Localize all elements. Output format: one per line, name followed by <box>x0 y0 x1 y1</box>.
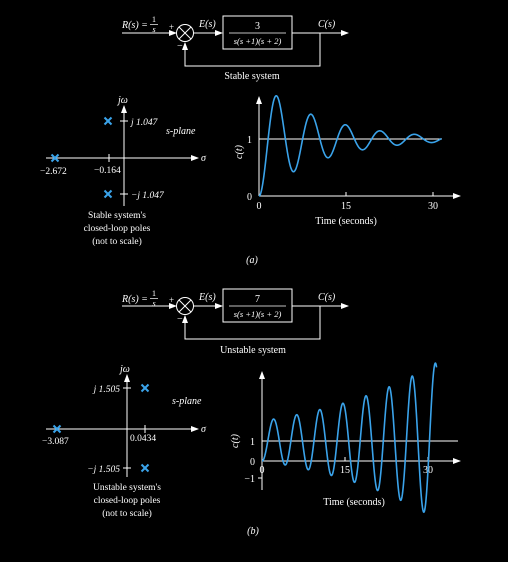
x-tick-b-0: 0 <box>260 465 265 476</box>
sigma-label-b: σ <box>201 424 207 435</box>
s-plane-b: jω σ s-plane j 1.505 −j 1.505 −3.087 0.0… <box>42 364 207 519</box>
input-frac-den-a: s <box>152 25 155 34</box>
splane-caption-a-3: (not to scale) <box>92 236 142 247</box>
response-chart-b: 0 15 30 1 0 −1 Time (seconds) c(t) <box>230 362 461 514</box>
panel-label-b: (b) <box>247 526 259 537</box>
input-frac-den-b: s <box>152 299 155 308</box>
input-label-a: R(s) = <box>121 20 148 31</box>
step-response-curve-b <box>261 362 438 514</box>
x-label-b: Time (seconds) <box>323 497 385 508</box>
feedback-path-b <box>182 306 321 340</box>
splane-caption-b-3: (not to scale) <box>102 508 152 519</box>
pole-b-3 <box>52 424 62 434</box>
pole-label-a-4: −0.164 <box>94 166 121 176</box>
y-tick-a-0: 0 <box>247 192 252 203</box>
pole-label-a-2: −j 1.047 <box>131 191 165 201</box>
response-chart-a: 0 15 30 0 1 Time (seconds) c(t) <box>234 95 461 227</box>
y-tick-b-neg1: −1 <box>244 474 255 485</box>
pole-label-b-3: −3.087 <box>42 437 69 447</box>
caption-a: Stable system <box>224 71 279 82</box>
x-tick-b-15: 15 <box>340 465 350 476</box>
panel-label-a: (a) <box>246 255 258 266</box>
tf-numerator-a: 3 <box>255 21 260 32</box>
block-diagram-a: R(s) = 1 s + − E(s) 3 s(s +1)(s + 2) C(s… <box>121 15 349 82</box>
input-frac-num-b: 1 <box>152 289 156 298</box>
tf-numerator-b: 7 <box>255 294 260 305</box>
jw-label-a: jω <box>116 95 128 106</box>
input-label-b: R(s) = <box>121 294 148 305</box>
input-frac-num-a: 1 <box>152 15 156 24</box>
sum-minus-a: − <box>177 41 183 52</box>
y-tick-b-0: 0 <box>250 457 255 468</box>
jw-label-b: jω <box>118 364 130 375</box>
pole-label-b-1: j 1.505 <box>92 385 121 395</box>
splane-caption-a-2: closed-loop poles <box>84 224 151 234</box>
x-label-a: Time (seconds) <box>315 216 377 227</box>
sigma-label-a: σ <box>201 153 207 164</box>
x-tick-a-0: 0 <box>257 201 262 212</box>
x-tick-a-30: 30 <box>428 201 438 212</box>
tf-denominator-b: s(s +1)(s + 2) <box>234 309 282 319</box>
error-label-a: E(s) <box>198 19 216 30</box>
s-plane-label-a: s-plane <box>166 126 196 137</box>
s-plane-a: jω σ s-plane j 1.047 −j 1.047 −2.672 −0.… <box>40 95 207 247</box>
pole-a-3 <box>50 153 60 163</box>
y-label-a: c(t) <box>234 144 245 159</box>
sum-minus-b: − <box>177 314 183 325</box>
output-label-a: C(s) <box>318 19 336 30</box>
error-label-b: E(s) <box>198 292 216 303</box>
splane-caption-b-1: Unstable system's <box>93 483 161 493</box>
pole-b-2 <box>140 463 150 473</box>
sum-plus-b: + <box>169 295 174 305</box>
pole-label-a-3: −2.672 <box>40 167 67 177</box>
feedback-path-a <box>182 33 321 67</box>
splane-caption-a-1: Stable system's <box>88 211 146 221</box>
y-label-b: c(t) <box>230 433 241 448</box>
sum-plus-a: + <box>169 22 174 32</box>
caption-b: Unstable system <box>220 345 286 356</box>
y-tick-a-1: 1 <box>247 135 252 146</box>
pole-b-1 <box>140 383 150 393</box>
pole-label-b-4: 0.0434 <box>130 434 156 444</box>
pole-label-b-2: −j 1.505 <box>87 465 120 475</box>
block-diagram-b: R(s) = 1 s + − E(s) 7 s(s +1)(s + 2) C(s… <box>121 288 349 356</box>
tf-denominator-a: s(s +1)(s + 2) <box>234 36 282 46</box>
pole-a-1 <box>103 116 113 126</box>
pole-a-2 <box>103 189 113 199</box>
y-tick-b-1: 1 <box>250 437 255 448</box>
output-label-b: C(s) <box>318 292 336 303</box>
s-plane-label-b: s-plane <box>172 396 202 407</box>
pole-label-a-1: j 1.047 <box>129 118 159 128</box>
step-response-curve-a <box>258 95 442 197</box>
splane-caption-b-2: closed-loop poles <box>94 496 161 506</box>
x-tick-a-15: 15 <box>341 201 351 212</box>
